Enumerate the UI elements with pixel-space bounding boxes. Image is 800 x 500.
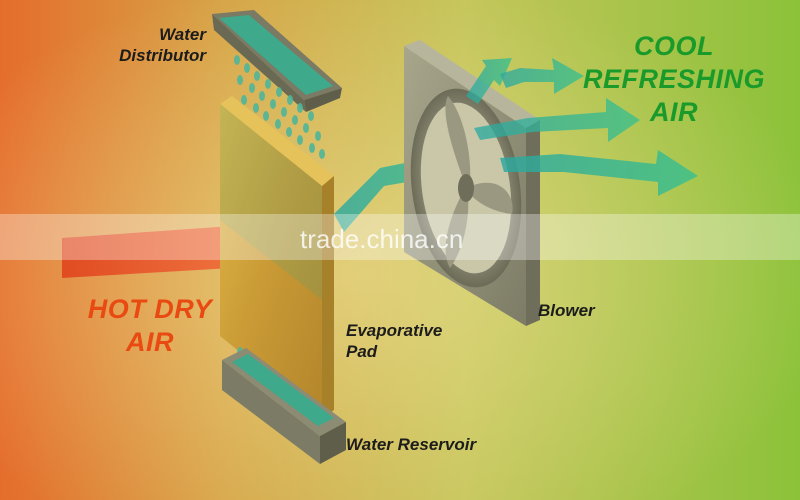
evaporative-pad-label: Evaporative Pad bbox=[346, 321, 443, 361]
water-reservoir-label: Water Reservoir bbox=[346, 435, 477, 454]
water-distributor bbox=[212, 10, 342, 112]
watermark-text: trade.china.cn bbox=[300, 224, 464, 254]
water-reservoir bbox=[222, 348, 346, 464]
hot-air-label: HOT DRY AIR bbox=[87, 294, 213, 357]
watermark-band bbox=[0, 214, 800, 260]
hot-air-arrow bbox=[62, 214, 262, 280]
blower-label: Blower bbox=[538, 301, 595, 320]
cool-air-label: COOL REFRESHING AIR bbox=[582, 31, 766, 127]
evaporative-pad bbox=[220, 96, 334, 418]
water-distributor-label: Water Distributor bbox=[119, 25, 206, 65]
cool-air-arrows bbox=[466, 58, 698, 196]
blower-fan bbox=[404, 40, 540, 326]
distributor-droplets bbox=[234, 55, 325, 159]
